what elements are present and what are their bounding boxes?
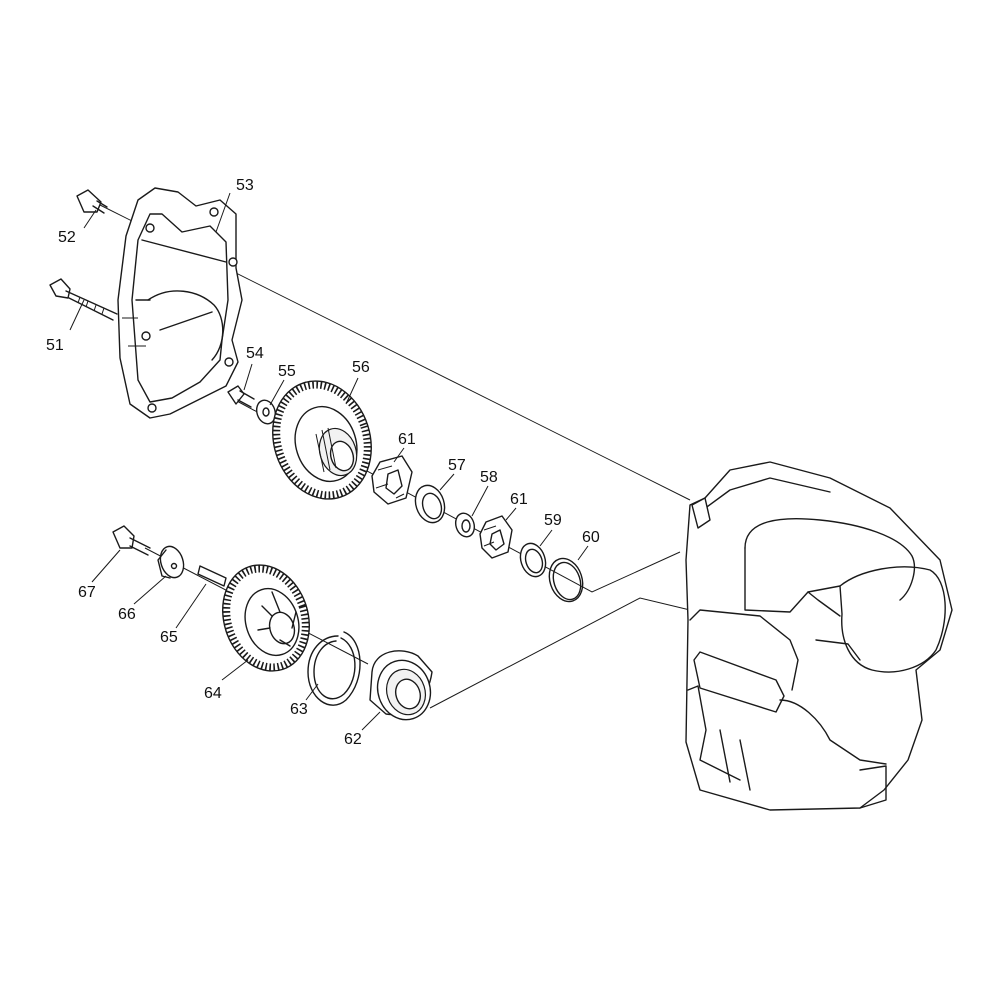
callout-52: 52 [58, 229, 76, 246]
callout-55: 55 [278, 363, 296, 380]
callout-58: 58 [480, 469, 498, 486]
callout-64: 64 [204, 685, 222, 702]
part-56-large-gear [272, 380, 372, 500]
callout-67: 67 [78, 584, 96, 601]
callout-63: 63 [290, 701, 308, 718]
callout-62: 62 [344, 731, 362, 748]
part-63-circlip [307, 631, 361, 706]
callout-53: 53 [236, 177, 254, 194]
callout-66: 66 [118, 606, 136, 623]
callout-54: 54 [246, 345, 264, 362]
part-55-washer [255, 399, 277, 425]
part-52-short-bolt [76, 189, 108, 214]
callout-57: 57 [448, 457, 466, 474]
callout-65: 65 [160, 629, 178, 646]
part-64-drive-gear [222, 564, 310, 672]
part-58-washer [454, 512, 476, 538]
callout-61-lower: 61 [510, 491, 528, 508]
callout-labels: 53 52 51 54 55 56 61 57 58 61 59 60 67 6… [46, 177, 600, 748]
part-59-ring [519, 542, 547, 578]
callout-56: 56 [352, 359, 370, 376]
part-61-needle-cage-upper [371, 455, 413, 505]
part-51-long-bolt [49, 278, 118, 321]
callout-leaders [69, 192, 589, 731]
callout-59: 59 [544, 512, 562, 529]
callout-60: 60 [582, 529, 600, 546]
part-54-small-bolt [227, 385, 255, 408]
part-61-needle-cage-lower [479, 515, 513, 559]
part-67-hex-bolt [112, 525, 151, 556]
callout-61-upper: 61 [398, 431, 416, 448]
part-66-end-plate [157, 545, 185, 579]
part-57-ring [414, 484, 446, 524]
gearbox-housing [685, 461, 953, 811]
part-62-ball-bearing [369, 650, 433, 721]
part-60-snap-ring [548, 557, 584, 603]
part-65-key [197, 565, 227, 587]
callout-51: 51 [46, 337, 64, 354]
part-53-gear-cover [117, 187, 243, 419]
